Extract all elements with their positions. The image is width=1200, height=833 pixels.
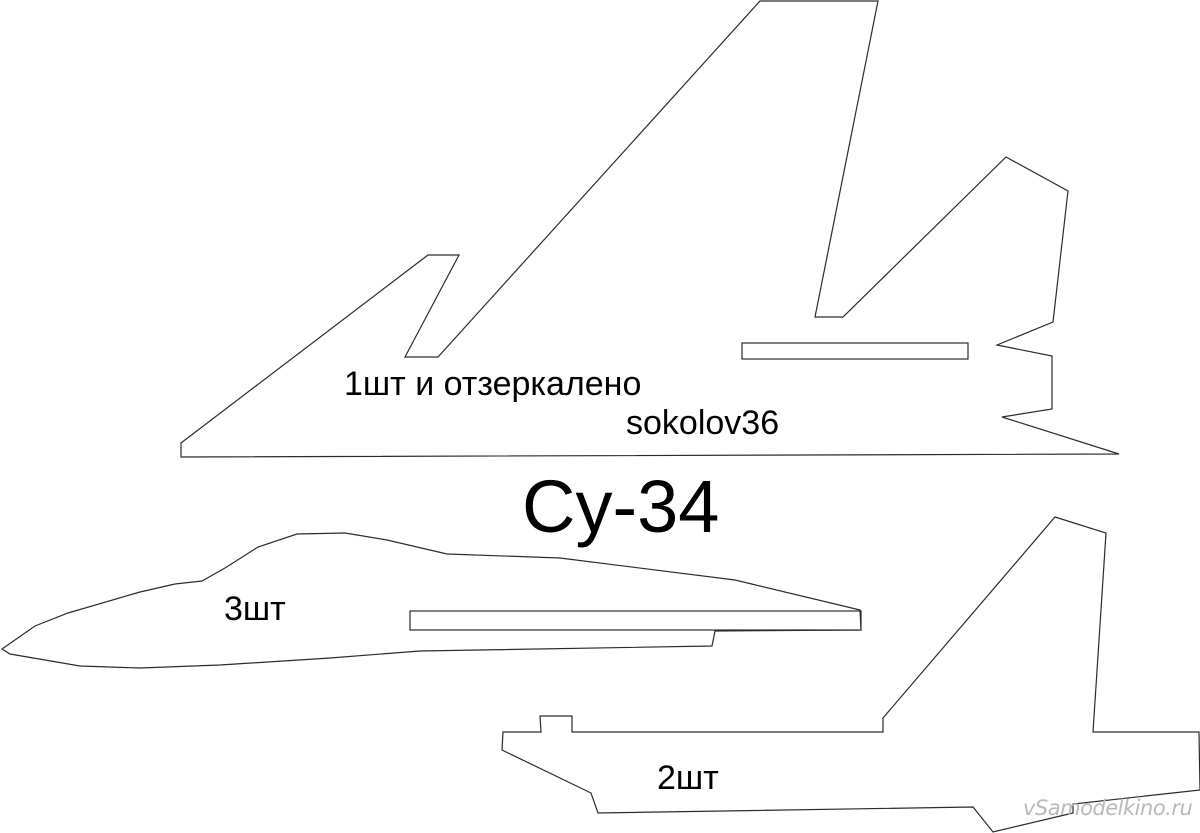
- tail-count-label: 2шт: [657, 759, 719, 797]
- tail-part-outline: [501, 516, 1200, 833]
- aircraft-title: Су-34: [522, 465, 720, 548]
- wing-count-label: 1шт и отзеркалено: [344, 365, 642, 403]
- wing-slot: [741, 342, 969, 360]
- author-label: sokolov36: [626, 404, 780, 442]
- fuselage-slot: [409, 610, 862, 631]
- fuselage-part-outline: [0, 532, 862, 669]
- wing-part-outline: [180, 0, 1120, 458]
- site-watermark: vSamodelkino.ru: [1023, 796, 1193, 820]
- fuselage-count-label: 3шт: [224, 590, 286, 628]
